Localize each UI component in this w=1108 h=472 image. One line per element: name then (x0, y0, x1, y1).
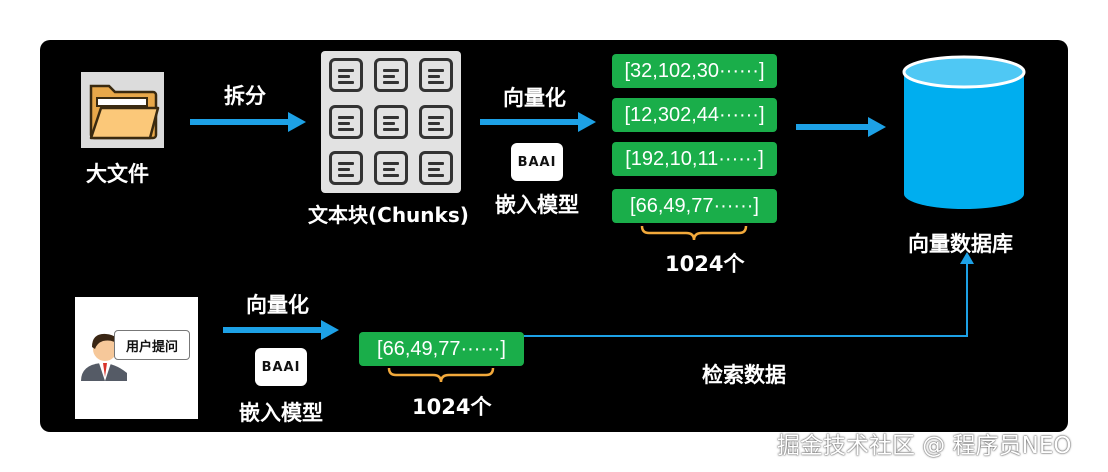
dimension-label-bottom: 1024个 (412, 395, 492, 419)
vector-db-label: 向量数据库 (908, 232, 1013, 256)
vector-chip: [32,102,30······] (612, 54, 777, 88)
text-chunks-label: 文本块(Chunks) (308, 203, 469, 227)
doc-icon (419, 151, 453, 185)
vectorize-label-bottom: 向量化 (246, 293, 309, 317)
retrieve-connector-arrow (524, 252, 974, 337)
baai-logo-bottom: BAAI (255, 348, 307, 386)
doc-icon (329, 58, 363, 92)
db-arrow (796, 117, 886, 137)
doc-icon (374, 105, 408, 139)
retrieve-label: 检索数据 (702, 363, 786, 387)
watermark: 掘金技术社区 @ 程序员NEO (777, 433, 1072, 459)
doc-icon (374, 151, 408, 185)
split-label: 拆分 (224, 84, 266, 108)
embed-model-label-top: 嵌入模型 (495, 193, 579, 217)
baai-logo-top: BAAI (511, 143, 563, 181)
dimension-label-top: 1024个 (665, 252, 745, 276)
vectorize-label-top: 向量化 (503, 86, 566, 110)
user-avatar-icon (81, 333, 127, 381)
vectorize-arrow-top (480, 112, 596, 132)
vector-chip: [12,302,44······] (612, 98, 777, 132)
doc-icon (419, 58, 453, 92)
vector-chip: [66,49,77······] (612, 189, 777, 223)
user-question-bubble: 用户提问 (114, 330, 190, 360)
embed-model-label-bottom: 嵌入模型 (239, 401, 323, 425)
large-file-label: 大文件 (86, 162, 149, 186)
doc-icon (374, 58, 408, 92)
split-arrow (190, 112, 306, 132)
chunks-grid (321, 51, 461, 193)
vectorize-arrow-bottom (223, 320, 339, 340)
brace-top (640, 225, 748, 241)
folder-card (81, 72, 164, 148)
doc-icon (419, 105, 453, 139)
vector-database-icon (902, 55, 1026, 209)
query-vector-chip: [66,49,77······] (359, 332, 524, 366)
diagram-panel (40, 40, 1068, 432)
doc-icon (329, 151, 363, 185)
doc-icon (329, 105, 363, 139)
brace-bottom (387, 367, 495, 383)
folder-icon (89, 84, 160, 140)
vector-chip: [192,10,11······] (612, 142, 777, 176)
